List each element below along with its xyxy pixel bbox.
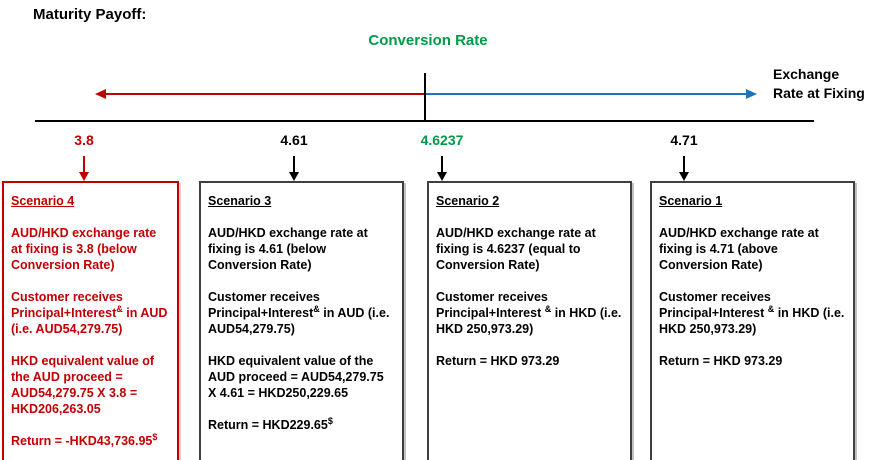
page-title: Maturity Payoff: — [33, 6, 147, 23]
down-arrowhead-icon — [79, 172, 89, 181]
scenario-paragraph: Customer receives Principal+Interest& in… — [208, 290, 390, 336]
tick-label: 4.61 — [280, 132, 308, 148]
footnote-marker: & — [313, 303, 320, 314]
scenario-paragraph: Customer receives Principal+Interest & i… — [659, 290, 845, 336]
footnote-marker: & — [544, 303, 552, 314]
scenario-title: Scenario 4 — [11, 194, 75, 208]
scenario-paragraph: Return = HKD229.65$ — [208, 415, 333, 432]
above-conversion-arrow-line — [426, 93, 746, 95]
down-arrowhead-icon — [289, 172, 299, 181]
scenario-paragraph: AUD/HKD exchange rate at fixing is 3.8 (… — [11, 226, 157, 272]
tick-label: 3.8 — [74, 132, 94, 148]
footnote-marker: $ — [327, 415, 333, 426]
down-arrow-icon — [83, 156, 85, 173]
down-arrow-icon — [441, 156, 443, 173]
scenario-paragraph: Customer receives Principal+Interest & i… — [436, 290, 622, 336]
scenario-title: Scenario 2 — [436, 194, 500, 208]
down-arrow-icon — [293, 156, 295, 173]
scenario-2-box: Scenario 2 AUD/HKD exchange rate at fixin… — [427, 181, 632, 460]
scenario-paragraph: AUD/HKD exchange rate at fixing is 4.61 … — [208, 226, 368, 272]
tick-label: 4.6237 — [420, 132, 464, 148]
scenario-title: Scenario 3 — [208, 194, 272, 208]
scenario-1-box: Scenario 1 AUD/HKD exchange rate at fixin… — [650, 181, 855, 460]
conversion-rate-marker-line — [424, 73, 426, 122]
scenario-paragraph: Return = HKD 973.29 — [659, 354, 783, 368]
right-arrow-icon — [746, 89, 757, 99]
footnote-marker: $ — [152, 431, 158, 442]
below-conversion-arrow-line — [106, 93, 424, 95]
scenario-3-box: Scenario 3 AUD/HKD exchange rate at fixin… — [199, 181, 404, 460]
left-arrow-icon — [95, 89, 106, 99]
scenario-paragraph: Return = HKD 973.29 — [436, 354, 560, 368]
conversion-rate-label: Conversion Rate — [368, 32, 488, 49]
down-arrow-icon — [683, 156, 685, 173]
down-arrowhead-icon — [679, 172, 689, 181]
scenario-paragraph: AUD/HKD exchange rate at fixing is 4.623… — [436, 226, 596, 272]
scenario-paragraph: Return = -HKD43,736.95$ — [11, 431, 158, 448]
exchange-rate-at-fixing-label: Exchange Rate at Fixing — [773, 66, 865, 101]
scenario-paragraph: AUD/HKD exchange rate at fixing is 4.71 … — [659, 226, 819, 272]
scenario-title: Scenario 1 — [659, 194, 723, 208]
footnote-marker: & — [116, 303, 123, 314]
scenario-4-box: Scenario 4 AUD/HKD exchange rate at fixin… — [2, 181, 179, 460]
down-arrowhead-icon — [437, 172, 447, 181]
tick-label: 4.71 — [670, 132, 698, 148]
scenario-paragraph: HKD equivalent value of the AUD proceed … — [11, 354, 155, 416]
scenario-paragraph: Customer receives Principal+Interest& in… — [11, 290, 168, 336]
footnote-marker: & — [767, 303, 775, 314]
scenario-paragraph: HKD equivalent value of the AUD proceed … — [208, 354, 384, 400]
